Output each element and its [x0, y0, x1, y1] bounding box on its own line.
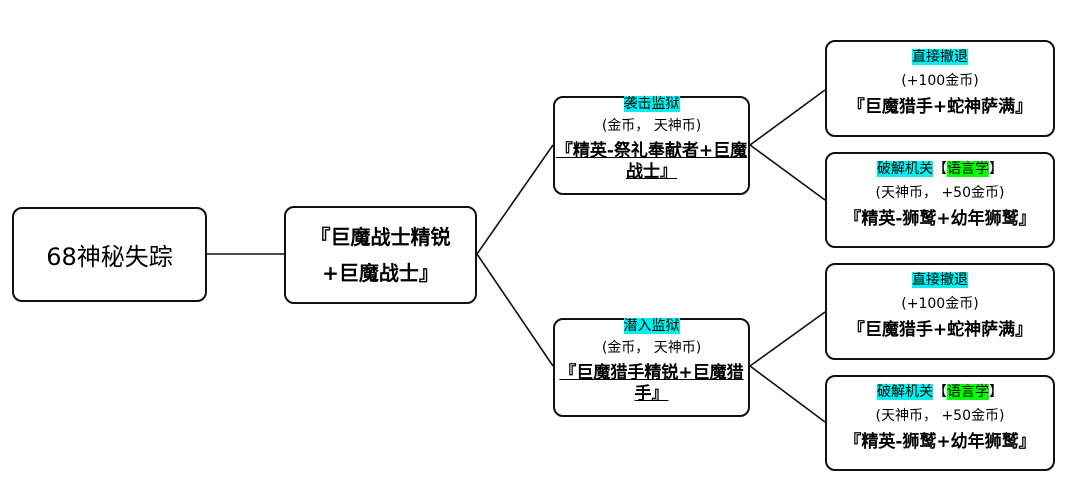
option-skill: 语言学 [947, 161, 989, 177]
option-action: 破解机关 [877, 161, 933, 177]
branch-node-sneak: 潜入监狱 (金币， 天神币) 『巨魔猎手精锐+巨魔猎手』 [553, 318, 750, 417]
mid-line2: +巨魔战士』 [322, 261, 439, 285]
connector-mid-branch2 [476, 253, 554, 367]
option-node-mechanism: 破解机关【语言学】 (天神币， +50金币) 『精英-狮鹫+幼年狮鹫』 [825, 152, 1055, 248]
branch-reward: (金币， 天神币) [601, 118, 702, 134]
root-node: 68神秘失踪 [12, 207, 207, 302]
mid-node: 『巨魔战士精锐 +巨魔战士』 [284, 206, 477, 304]
option-action: 直接撤退 [912, 49, 968, 65]
connector-branch2-opt2 [749, 365, 826, 423]
option-node-retreat: 直接撤退 (+100金币) 『巨魔猎手+蛇神萨满』 [825, 40, 1055, 137]
branch-node-raid: 袭击监狱 (金币， 天神币) 『精英-祭礼奉献者+巨魔战士』 [553, 96, 750, 195]
connector-branch2-opt1 [749, 311, 826, 367]
option-enemies: 『巨魔猎手+蛇神萨满』 [847, 320, 1033, 340]
connector-branch1-opt2 [749, 144, 826, 201]
option-enemies: 『精英-狮鹫+幼年狮鹫』 [844, 432, 1036, 452]
root-label: 68神秘失踪 [46, 243, 173, 271]
bracket-open: 【 [933, 384, 947, 400]
mid-line1: 『巨魔战士精锐 [310, 225, 451, 249]
option-reward: (天神币， +50金币) [875, 185, 1005, 201]
option-enemies: 『精英-狮鹫+幼年狮鹫』 [844, 209, 1036, 229]
option-node-mechanism: 破解机关【语言学】 (天神币， +50金币) 『精英-狮鹫+幼年狮鹫』 [825, 375, 1055, 471]
option-node-retreat: 直接撤退 (+100金币) 『巨魔猎手+蛇神萨满』 [825, 263, 1055, 360]
option-action: 破解机关 [877, 384, 933, 400]
option-action: 直接撤退 [912, 272, 968, 288]
branch-reward: (金币， 天神币) [601, 340, 702, 356]
option-reward: (天神币， +50金币) [875, 408, 1005, 424]
connector-branch1-opt1 [749, 89, 826, 146]
bracket-close: 】 [989, 384, 1003, 400]
branch-title: 潜入监狱 [623, 318, 680, 334]
bracket-close: 】 [989, 161, 1003, 177]
branch-title: 袭击监狱 [623, 96, 680, 112]
connector-mid-branch1 [476, 144, 554, 255]
option-enemies: 『巨魔猎手+蛇神萨满』 [847, 97, 1033, 117]
option-reward: (+100金币) [901, 296, 979, 312]
bracket-open: 【 [933, 161, 947, 177]
branch-enemies: 『精英-祭礼奉献者+巨魔战士』 [555, 141, 748, 182]
option-skill: 语言学 [947, 384, 989, 400]
option-reward: (+100金币) [901, 73, 979, 89]
branch-enemies: 『巨魔猎手精锐+巨魔猎手』 [559, 363, 744, 404]
